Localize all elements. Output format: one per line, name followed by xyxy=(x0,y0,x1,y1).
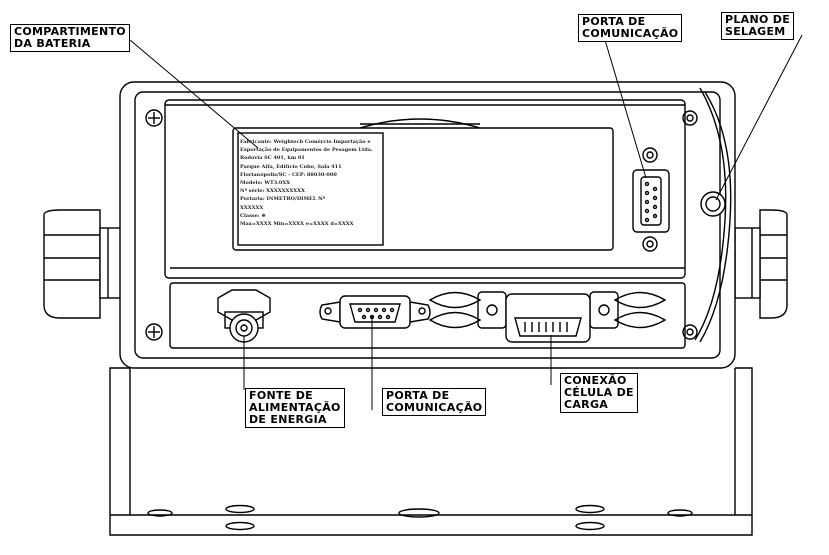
callout-line: DE ENERGIA xyxy=(249,413,327,426)
screw-icon xyxy=(682,110,698,126)
right-knob xyxy=(734,209,788,319)
plate-line: Modelo: WT3.0XX xyxy=(240,180,291,187)
plate-line: Nº série: XXXXXXXXXX xyxy=(240,188,305,195)
load-cell-connector xyxy=(428,291,667,343)
plate-line: Florianópolis/SC - CEP: 88030-000 xyxy=(240,171,337,178)
callout-line: FONTE DE xyxy=(249,389,313,402)
plate-line: XXXXXX xyxy=(240,204,264,211)
comm-port-top xyxy=(632,147,670,252)
callout-line: COMUNICAÇÃO xyxy=(582,27,679,40)
plate-line: Parque Alfa, Edifício Cubo, Sala 411 xyxy=(240,163,342,170)
bracket-slot xyxy=(575,521,605,531)
plate-line: Portaria: INMETRO/DIMEL Nº xyxy=(240,196,326,203)
callout-line: COMPARTIMENTO xyxy=(14,25,126,38)
screw-icon xyxy=(682,324,698,340)
leader-comm-top xyxy=(604,39,647,179)
callout-line: PORTA DE xyxy=(386,389,450,402)
callout-battery-compartment: COMPARTIMENTO DA BATERIA xyxy=(10,24,130,52)
battery-compartment xyxy=(232,118,614,251)
leader-lines xyxy=(129,34,803,410)
plate-line: Classe: ⊕ xyxy=(240,212,266,219)
callout-line: CARGA xyxy=(564,398,609,411)
callout-comm-port-top: PORTA DE COMUNICAÇÃO xyxy=(578,14,683,42)
callout-line: PORTA DE xyxy=(582,15,646,28)
plate-line: Rodovia SC 401, km 01 xyxy=(240,155,305,162)
plate-line: Exportação de Equipamentos de Pesagem Lt… xyxy=(240,147,373,154)
label-plate xyxy=(237,132,384,246)
seal-plane xyxy=(694,87,732,343)
power-connector xyxy=(217,289,271,343)
callout-comm-port-bottom: PORTA DE COMUNICAÇÃO xyxy=(382,388,487,416)
leader-battery xyxy=(129,39,259,149)
callout-line: SELAGEM xyxy=(725,25,786,38)
callout-line: CONEXÃO xyxy=(564,374,627,387)
bracket-slot xyxy=(398,508,440,518)
plate-line: Max=XXXX Min=XXXX e=XXXX d=XXXX xyxy=(240,221,354,228)
left-knob xyxy=(43,209,126,319)
label-plate-text: Fabricante: Weightech Comércio Importaçã… xyxy=(240,138,382,228)
callout-power-supply: FONTE DE ALIMENTAÇÃO DE ENERGIA xyxy=(245,388,345,428)
callout-line: DA BATERIA xyxy=(14,37,91,50)
bracket-slot xyxy=(225,521,255,531)
bracket-slot xyxy=(225,504,255,514)
callout-line: CÉLULA DE xyxy=(564,386,634,399)
mounting-bracket xyxy=(109,367,753,536)
callout-load-cell: CONEXÃO CÉLULA DE CARGA xyxy=(560,373,638,413)
callout-seal-plane: PLANO DE SELAGEM xyxy=(721,12,795,40)
callout-line: PLANO DE xyxy=(725,13,791,26)
screw-icon xyxy=(145,323,163,341)
callout-line: COMUNICAÇÃO xyxy=(386,401,483,414)
callout-line: ALIMENTAÇÃO xyxy=(249,401,341,414)
comm-port-bottom xyxy=(319,295,431,329)
leader-seal xyxy=(715,34,803,201)
plate-line: Fabricante: Weightech Comércio Importaçã… xyxy=(240,139,371,145)
bracket-slot xyxy=(147,509,173,517)
bracket-slot xyxy=(575,504,605,514)
screw-icon xyxy=(145,109,163,127)
bracket-slot xyxy=(667,509,693,517)
